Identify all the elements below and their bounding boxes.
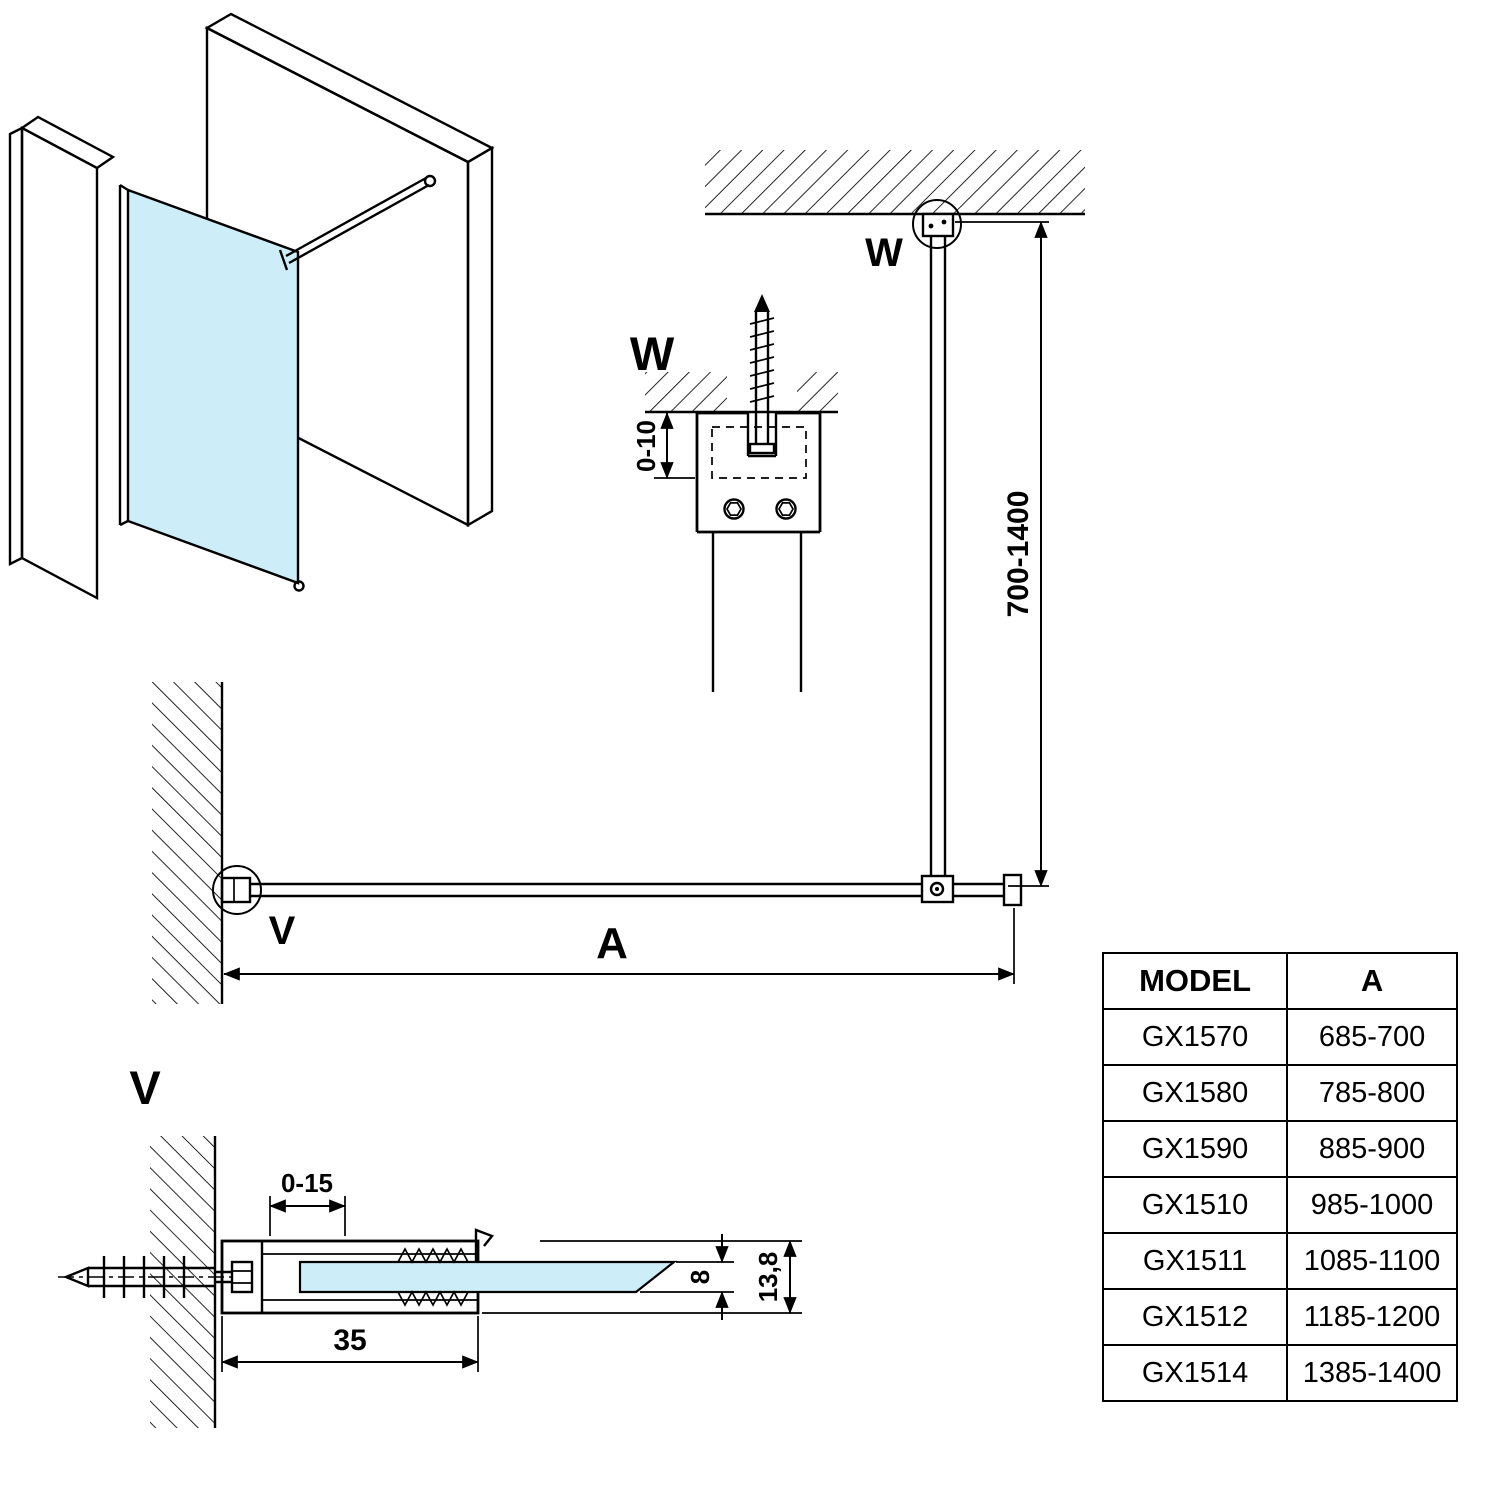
table-row: GX1511 1085-1100 (1101, 1232, 1458, 1290)
screw-head (230, 1260, 254, 1294)
wall-profile-section (220, 1228, 678, 1315)
model-cell: GX1590 (1101, 1120, 1289, 1178)
table-row: GX1510 985-1000 (1101, 1176, 1458, 1234)
detail-v-ref-label: V (269, 909, 296, 953)
model-table: MODEL A GX1570 685-700 GX1580 785-800 GX… (1101, 952, 1458, 1402)
glass-pane-section (298, 1260, 678, 1294)
glass-panel-plan: V (212, 865, 1023, 953)
ceiling-wall-hatching (705, 150, 1085, 216)
detail-w-circle (912, 199, 962, 249)
left-wall (8, 115, 116, 600)
dim-bracket-inset-label: 0-10 (631, 420, 661, 472)
col-header-a: A (1286, 952, 1458, 1010)
anchor-screw-w (748, 294, 776, 455)
value-cell: 1085-1100 (1286, 1232, 1458, 1290)
dim-profile-height: 13,8 (482, 1240, 802, 1314)
value-cell: 1185-1200 (1286, 1288, 1458, 1346)
glass-end-cap (1002, 873, 1023, 907)
clamp-serration-top (397, 1247, 469, 1264)
dim-glass-thickness-label: 8 (685, 1270, 715, 1284)
detail-v-title: V (129, 1061, 161, 1114)
table-row: GX1512 1185-1200 (1101, 1288, 1458, 1346)
dim-glass-thickness: 8 (640, 1234, 734, 1320)
wall-hatching-w (645, 372, 838, 414)
plan-view: W V 700-1400 A (152, 150, 1085, 1004)
model-cell: GX1580 (1101, 1064, 1289, 1122)
model-cell: GX1514 (1101, 1344, 1289, 1402)
support-bar-plan: W (865, 199, 962, 876)
wall-anchor (58, 1256, 254, 1298)
support-bar-iso (278, 174, 437, 592)
table-row: GX1514 1385-1400 (1101, 1344, 1458, 1402)
dim-profile-play: 0-15 (269, 1168, 346, 1236)
gasket-lip (474, 1228, 494, 1262)
table-row: GX1590 885-900 (1101, 1120, 1458, 1178)
model-cell: GX1510 (1101, 1176, 1289, 1234)
value-cell: 785-800 (1286, 1064, 1458, 1122)
dim-bar-length-label: 700-1400 (1002, 491, 1035, 618)
dim-bracket-inset: 0-10 (631, 412, 695, 479)
side-wall-hatching (152, 682, 224, 1004)
bar-ceiling-bracket (921, 212, 955, 238)
table-row: GX1580 785-800 (1101, 1064, 1458, 1122)
wall-profile-plan (220, 876, 252, 904)
bar-wall-mount (423, 174, 437, 188)
glass-panel-iso (118, 183, 300, 585)
isometric-view (8, 12, 495, 600)
detail-w-title: W (630, 327, 675, 380)
wall-bracket-body (695, 411, 822, 692)
detail-w-ref-label: W (865, 231, 903, 275)
model-cell: GX1512 (1101, 1288, 1289, 1346)
clamp-serration-bottom (397, 1290, 469, 1307)
detail-w: W (630, 294, 838, 692)
dim-profile-width: 35 (221, 1316, 479, 1372)
value-cell: 685-700 (1286, 1008, 1458, 1066)
value-cell: 1385-1400 (1286, 1344, 1458, 1402)
table-header-row: MODEL A (1101, 952, 1458, 1010)
model-cell: GX1570 (1101, 1008, 1289, 1066)
model-cell: GX1511 (1101, 1232, 1289, 1290)
value-cell: 885-900 (1286, 1120, 1458, 1178)
dim-bar-length: 700-1400 (955, 221, 1049, 887)
value-cell: 985-1000 (1286, 1176, 1458, 1234)
col-header-model: MODEL (1101, 952, 1289, 1010)
glass-floor-seal (293, 580, 305, 592)
table-row: GX1570 685-700 (1101, 1008, 1458, 1066)
dim-profile-height-label: 13,8 (753, 1252, 783, 1303)
dim-profile-width-label: 35 (333, 1324, 366, 1357)
dim-a: A (223, 908, 1015, 984)
dim-a-label: A (596, 919, 628, 968)
detail-v: V (58, 1061, 802, 1428)
dim-profile-play-label: 0-15 (281, 1168, 333, 1198)
wall-hatching-v (150, 1136, 217, 1428)
glass-pane (126, 188, 300, 585)
